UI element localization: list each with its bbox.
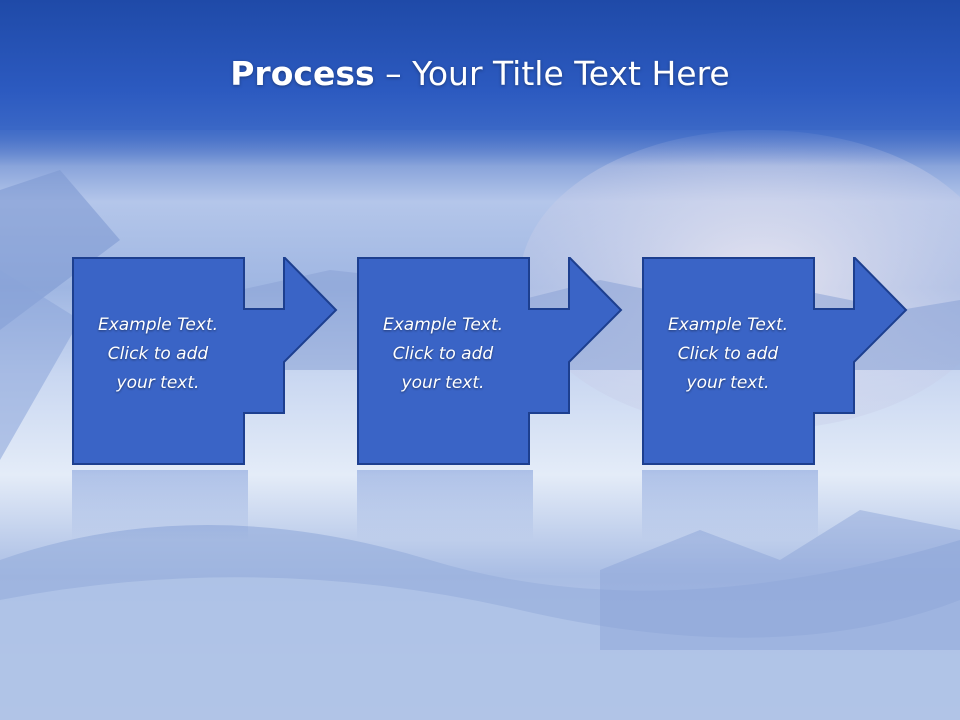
process-step-2[interactable]: Example Text. Click to add your text. bbox=[357, 257, 697, 472]
step-reflection bbox=[72, 470, 248, 540]
step-text-line: your text. bbox=[116, 373, 200, 393]
title-bold: Process bbox=[230, 54, 375, 93]
step-arrow-shape bbox=[642, 257, 908, 465]
title-bar-fade bbox=[0, 126, 960, 166]
step-text-line: Example Text. bbox=[382, 315, 504, 335]
title-bar bbox=[0, 0, 960, 130]
process-step-3[interactable]: Example Text. Click to add your text. bbox=[642, 257, 960, 472]
step-text-line: Click to add bbox=[107, 344, 209, 364]
step-text[interactable]: Example Text. Click to add your text. bbox=[72, 311, 244, 398]
step-text-line: Click to add bbox=[677, 344, 779, 364]
step-text-line: your text. bbox=[401, 373, 485, 393]
step-arrow-shape bbox=[357, 257, 623, 465]
step-reflection bbox=[642, 470, 818, 540]
step-reflection bbox=[357, 470, 533, 540]
title-rest: – Your Title Text Here bbox=[374, 54, 730, 93]
step-text-line: Click to add bbox=[392, 344, 494, 364]
step-text-line: your text. bbox=[686, 373, 770, 393]
step-text[interactable]: Example Text. Click to add your text. bbox=[357, 311, 529, 398]
step-text-line: Example Text. bbox=[97, 315, 219, 335]
step-text-line: Example Text. bbox=[667, 315, 789, 335]
step-text[interactable]: Example Text. Click to add your text. bbox=[642, 311, 814, 398]
step-arrow-shape bbox=[72, 257, 338, 465]
slide-title[interactable]: Process – Your Title Text Here bbox=[0, 52, 960, 96]
process-step-1[interactable]: Example Text. Click to add your text. bbox=[72, 257, 412, 472]
